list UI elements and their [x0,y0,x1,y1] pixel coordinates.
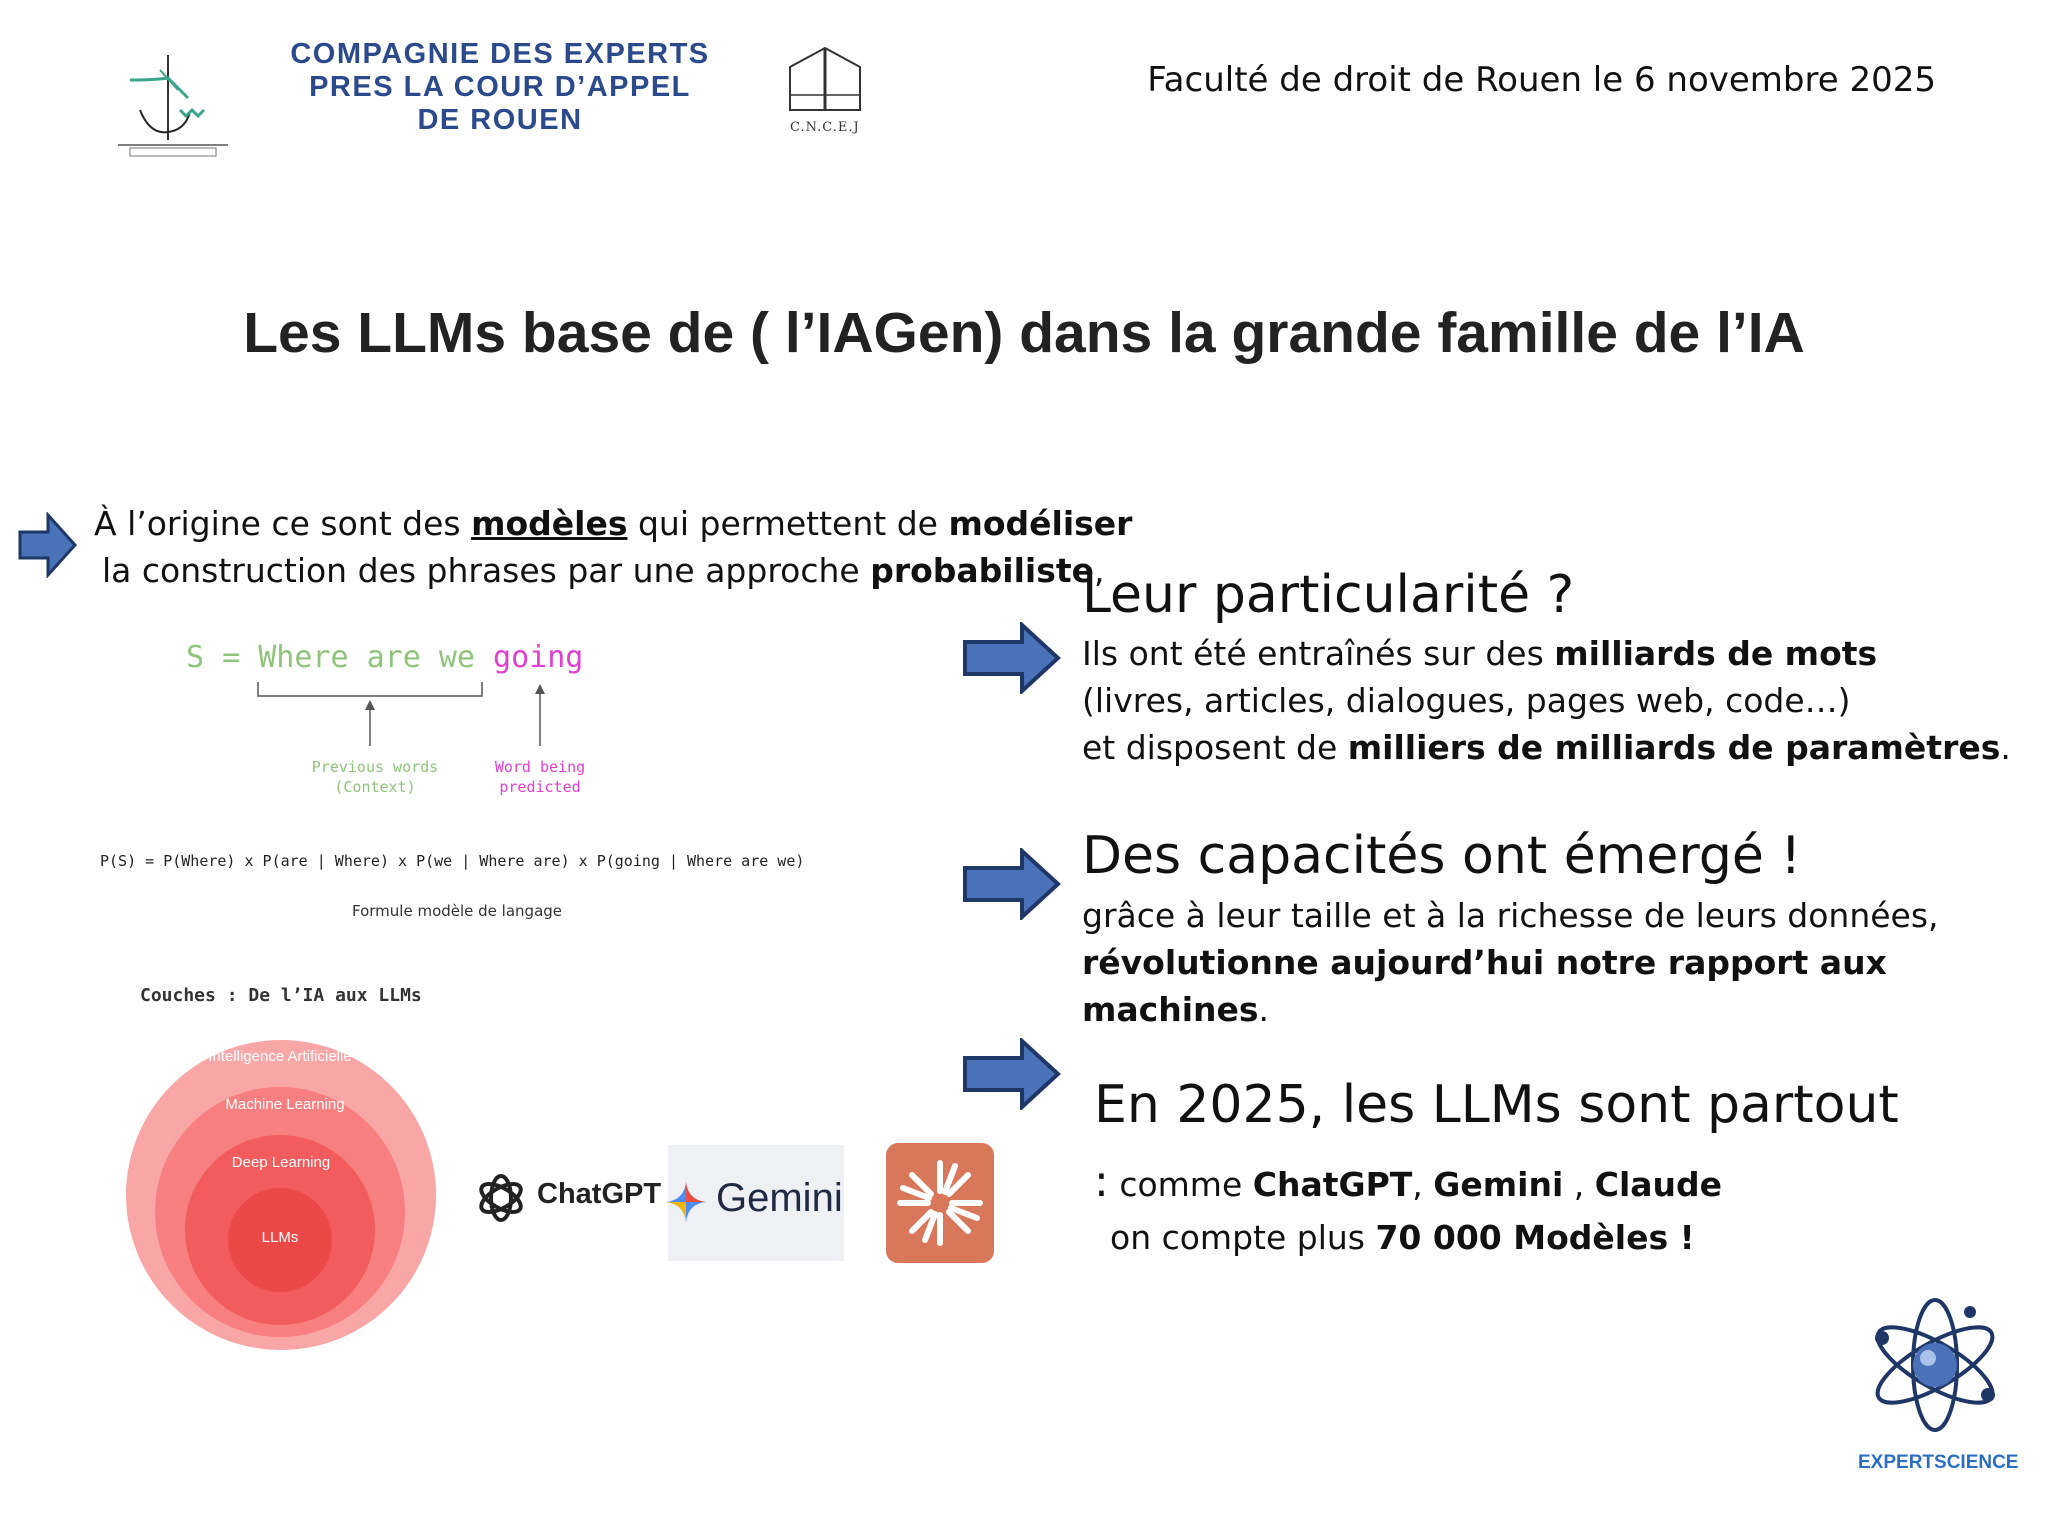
intro-text: À l’origine ce sont des modèles qui perm… [94,500,1132,594]
compagnie-experts-logo [118,55,228,157]
layer-ai-label: Intelligence Artificielle [208,1048,352,1065]
s3-gemini: Gemini [1433,1165,1564,1204]
section-2025-line-2: on compte plus 70 000 Modèles ! [1110,1214,1695,1261]
layer-llm-label: LLMs [261,1229,299,1246]
gemini-star-icon [666,1182,706,1222]
gemini-logo-text: Gemini [716,1176,843,1220]
cncej-label: C.N.C.E.J [790,120,860,135]
particularity-line-3: et disposent de milliers de milliards de… [1082,724,2011,771]
p1-a: Ils ont été entraînés sur des [1082,634,1555,673]
predicted-label-2: predicted [499,778,581,796]
context-label-1: Previous words [311,758,439,776]
intro-models-word: modèles [471,504,628,543]
equation-context: S = Where are we [186,640,494,675]
arrow-right-icon [18,512,78,578]
s3-a: comme [1108,1165,1253,1204]
org-line-2: PRES LA COUR D’APPEL [309,71,691,103]
s3-c: , [1412,1165,1434,1204]
chatgpt-logo-icon [479,1174,523,1222]
claude-logo [886,1143,994,1263]
c2-b: révolutionne aujourd’hui notre rapport a… [1082,943,1887,1029]
layers-title: Couches : De l’IA aux LLMs [140,985,422,1006]
s3-l2-a: on compte plus [1110,1218,1376,1257]
intro-line-2: la construction des phrases par une appr… [94,547,1132,594]
sentence-bracket-arrows [257,682,545,746]
cncej-logo [789,46,861,111]
s3-claude: Claude [1594,1165,1723,1204]
arrow-right-icon [963,1038,1061,1110]
chatgpt-logo-text: ChatGPT [537,1178,662,1210]
s3-l2-b: 70 000 Modèles ! [1375,1218,1695,1257]
capabilities-line-2: révolutionne aujourd’hui notre rapport a… [1082,939,2048,1033]
context-label-2: (Context) [334,778,416,796]
intro-l2-c: , [1094,551,1105,590]
particularity-line-1: Ils ont été entraînés sur des milliards … [1082,630,2011,677]
arrow-right-icon [963,848,1061,920]
predicted-label-1: Word being [494,758,586,776]
expertscience-atom-icon [1875,1298,1995,1432]
p3-a: et disposent de [1082,728,1348,767]
layer-dl-label: Deep Learning [231,1154,331,1171]
section-2025-line-1: : comme ChatGPT, Gemini , Claude [1094,1158,1722,1208]
sentence-equation: S = Where are we going [186,640,583,675]
particularity-line-2: (livres, articles, dialogues, pages web,… [1082,681,1851,720]
p1-b: milliards de mots [1554,634,1878,673]
intro-line-1: À l’origine ce sont des modèles qui perm… [94,500,1132,547]
predicted-label: Word being predicted [470,757,610,797]
intro-probabiliste: probabiliste [870,551,1095,590]
intro-l2-a: la construction des phrases par une appr… [102,551,871,590]
c2-c: . [1258,990,1270,1029]
formula-caption: Formule modèle de langage [352,902,563,920]
layer-llm-circle [228,1188,332,1292]
claude-burst-icon [897,1160,983,1246]
date-line: Faculté de droit de Rouen le 6 novembre … [1147,60,1936,100]
arrow-right-icon [963,622,1061,694]
probability-formula: P(S) = P(Where) x P(are | Where) x P(we … [100,852,805,870]
section-2025-heading: En 2025, les LLMs sont partout [1094,1075,1899,1135]
s3-colon: : [1094,1156,1109,1207]
equation-predicted-word: going [493,640,584,675]
section-particularity-heading: Leur particularité ? [1082,565,1575,625]
ai-layers-diagram [126,1040,436,1350]
org-name: COMPAGNIE DES EXPERTS PRES LA COUR D’APP… [270,38,730,137]
capabilities-line-1: grâce à leur taille et à la richesse de … [1082,896,1939,935]
section-capabilities-heading: Des capacités ont émergé ! [1082,826,1802,886]
layer-ml-label: Machine Learning [225,1096,345,1113]
p3-c: . [2000,728,2011,767]
p3-b: milliers de milliards de paramètres [1347,728,2001,767]
section-particularity-body: Ils ont été entraînés sur des milliards … [1082,630,2011,771]
org-line-3: DE ROUEN [417,104,583,136]
section-capabilities-body: grâce à leur taille et à la richesse de … [1082,892,2048,1033]
org-line-1: COMPAGNIE DES EXPERTS [290,38,710,70]
intro-modeliser: modéliser [948,504,1133,543]
intro-l1-a: À l’origine ce sont des [94,504,472,543]
context-label: Previous words (Context) [290,757,460,797]
s3-chatgpt: ChatGPT [1252,1165,1413,1204]
s3-e: , [1563,1165,1595,1204]
intro-l1-c: qui permettent de [627,504,949,543]
expertscience-logo-text: EXPERTSCIENCE [1858,1452,2019,1473]
slide-title: Les LLMs base de ( l’IAGen) dans la gran… [243,301,1805,365]
